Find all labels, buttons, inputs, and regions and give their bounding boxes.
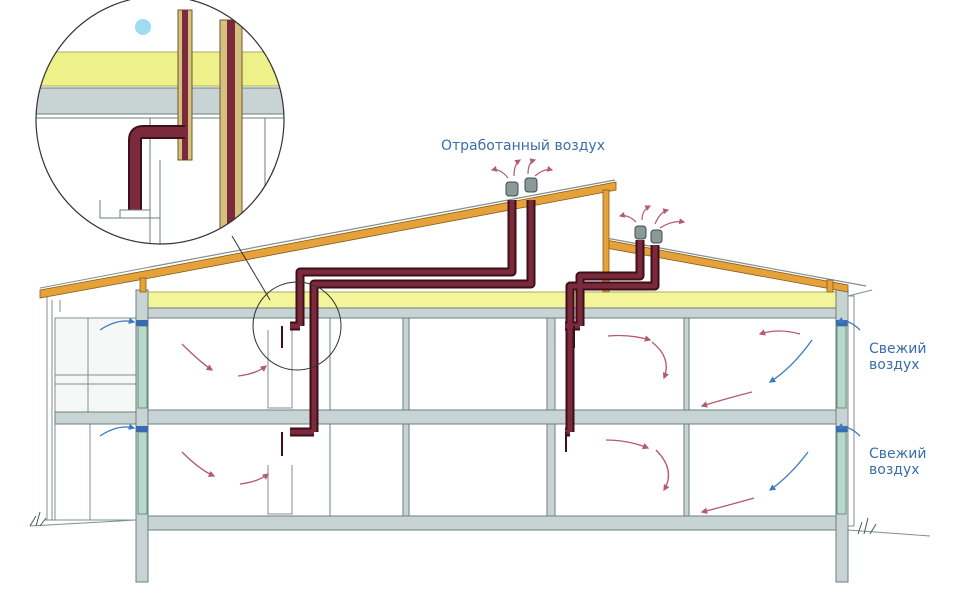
window-left-lower bbox=[137, 431, 148, 515]
roof-turbines bbox=[505, 177, 663, 244]
detail-magnifier bbox=[35, 0, 285, 245]
roof bbox=[39, 179, 867, 312]
exhaust-air-label: Отработанный воздух bbox=[441, 138, 605, 154]
building-structure bbox=[29, 289, 931, 583]
middle-floor-slab bbox=[141, 409, 839, 425]
magnifier-focus bbox=[252, 281, 342, 371]
fresh-air-label-upper: Свежий воздух bbox=[869, 341, 926, 373]
fresh-air-arrows bbox=[99, 317, 861, 491]
inlet-vent bbox=[136, 320, 148, 326]
inlet-vent bbox=[136, 426, 148, 432]
window-left-upper bbox=[137, 325, 148, 409]
fresh-air-label-lower: Свежий воздух bbox=[869, 446, 926, 478]
attic-insulation bbox=[141, 291, 839, 309]
left-annex bbox=[45, 290, 138, 521]
windows bbox=[136, 289, 873, 527]
ceiling-slab bbox=[141, 307, 839, 319]
ground-floor-slab bbox=[141, 515, 839, 531]
fresh-air-label-line2: воздух bbox=[869, 462, 920, 478]
left-annex-slab bbox=[54, 411, 140, 425]
room-airflow-arrows bbox=[181, 329, 801, 514]
exhaust-outflow-arrows bbox=[490, 158, 686, 229]
fresh-air-label-line1: Свежий bbox=[869, 446, 927, 462]
ceiling-lamp-icon bbox=[135, 19, 151, 35]
grass bbox=[29, 511, 877, 535]
window-right-lower bbox=[836, 431, 847, 515]
fresh-air-label-line1: Свежий bbox=[869, 341, 927, 357]
exhaust-ducts bbox=[281, 200, 660, 456]
window-right-upper bbox=[836, 325, 847, 409]
fresh-air-label-line2: воздух bbox=[869, 357, 920, 373]
magnifier-connector bbox=[231, 235, 271, 301]
